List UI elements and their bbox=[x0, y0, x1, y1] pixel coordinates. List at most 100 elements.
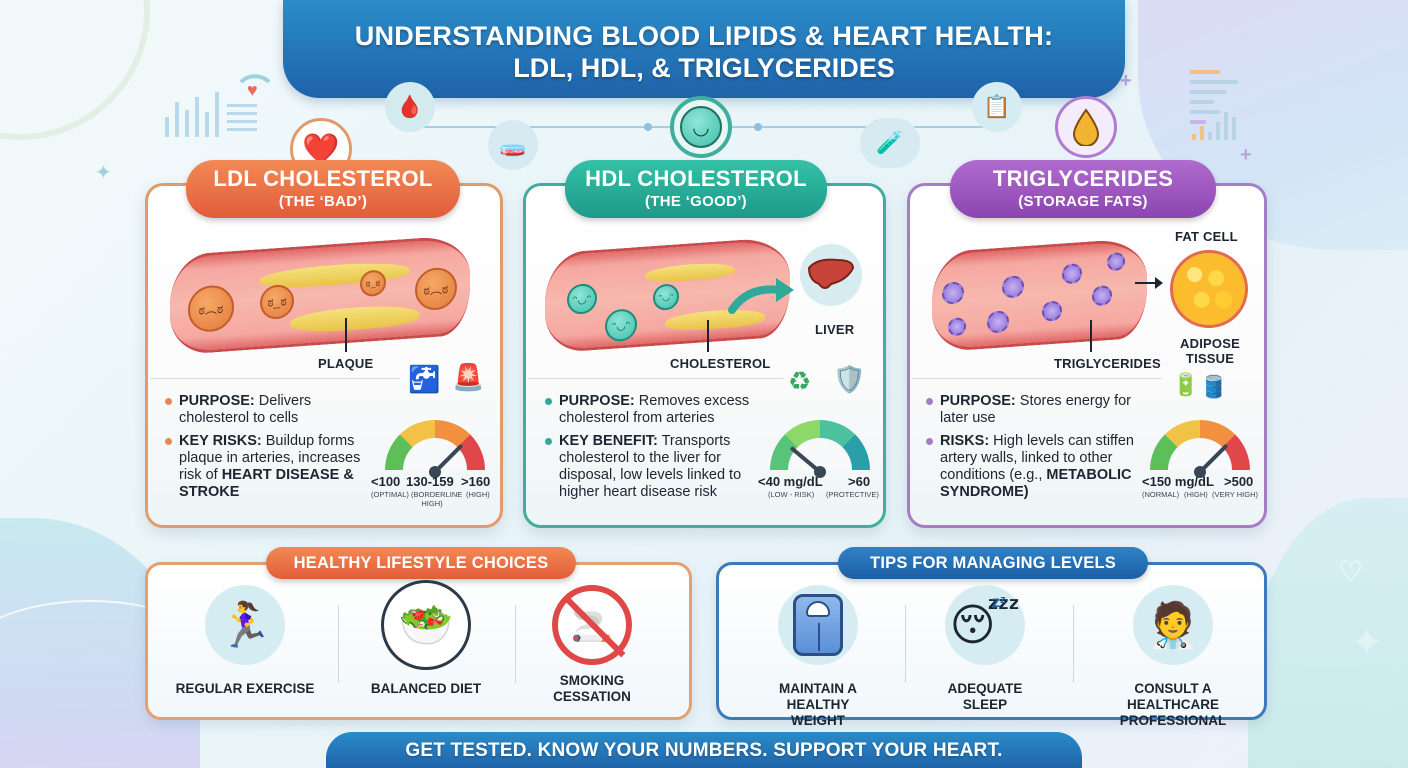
ldl-particle-angry: ಠ︵ಠ bbox=[415, 266, 457, 312]
tips-title: TIPS FOR MANAGING LEVELS bbox=[838, 547, 1148, 579]
cholesterol-leader-line bbox=[707, 320, 709, 352]
separator bbox=[1073, 605, 1074, 683]
sparkle-icon: ✦ bbox=[1350, 621, 1384, 665]
ldl-gauge bbox=[385, 420, 485, 478]
hdl-subtitle: (THE ‘GOOD’) bbox=[645, 193, 747, 210]
stats-bars-decoration-icon bbox=[1190, 70, 1238, 140]
medical-clipboard-icon: 📋 bbox=[972, 82, 1022, 132]
recycle-icon: ♻ bbox=[788, 366, 812, 396]
ldl-bullet-risks: KEY RISKS: Buildup forms plaque in arter… bbox=[163, 433, 381, 501]
oil-drop-icon bbox=[1055, 96, 1117, 158]
background-blob-bottom-right bbox=[1248, 498, 1408, 768]
triglycerides-gauge-label-high: (High) bbox=[1184, 490, 1208, 499]
smiley-icon: ◡ bbox=[670, 96, 732, 158]
hdl-title-pill: HDL CHOLESTEROL (THE ‘GOOD’) bbox=[565, 160, 827, 218]
lifestyle-item-exercise: 🏃‍♀️ REGULAR EXERCISE bbox=[165, 585, 325, 697]
no-smoking-icon: 🚬 bbox=[552, 585, 632, 665]
ldl-gauge-label-borderline: (Borderline High) bbox=[411, 490, 463, 508]
triglycerides-gauge-value-normal: <150 mg/dL bbox=[1142, 474, 1214, 489]
liver-label: LIVER bbox=[815, 322, 855, 337]
tips-item-label: ADEQUATE SLEEP bbox=[947, 681, 1023, 712]
hdl-gauge-value-low: <40 mg/dL bbox=[758, 474, 823, 489]
ldl-bullet-list: PURPOSE: Delivers cholesterol to cells K… bbox=[163, 393, 381, 507]
ldl-gauge-label-high: (High) bbox=[466, 490, 490, 499]
hdl-particle-happy: ᵔ◡ᵔ bbox=[567, 282, 597, 316]
triglycerides-subtitle: (STORAGE FATS) bbox=[1018, 193, 1148, 210]
lifestyle-item-diet: 🥗 BALANCED DIET bbox=[346, 580, 506, 697]
triglyceride-particle bbox=[1092, 284, 1112, 307]
heartbeat-monitor-icon: ♡ bbox=[1338, 556, 1364, 587]
plaque-deposit bbox=[290, 303, 420, 335]
hdl-title: HDL CHOLESTEROL bbox=[585, 166, 807, 191]
cholesterol-deposit bbox=[645, 261, 735, 284]
triglyceride-particle bbox=[1002, 275, 1024, 299]
triglycerides-bullet-list: PURPOSE: Stores energy for later use RIS… bbox=[924, 393, 1139, 507]
tips-item-label: CONSULT A HEALTHCARE PROFESSIONAL bbox=[1119, 681, 1227, 728]
hdl-bullet-purpose: PURPOSE: Removes excess cholesterol from… bbox=[543, 393, 768, 427]
page-title-line2: LDL, HDL, & TRIGLYCERIDES bbox=[513, 53, 895, 83]
triglycerides-gauge-label-normal: (Normal) bbox=[1142, 490, 1180, 499]
connector-node bbox=[754, 123, 762, 131]
footer-banner: GET TESTED. KNOW YOUR NUMBERS. SUPPORT Y… bbox=[326, 732, 1082, 768]
hdl-gauge-value-protective: >60 bbox=[848, 474, 871, 489]
ldl-title: LDL CHOLESTEROL bbox=[213, 166, 433, 191]
triglyceride-particle bbox=[1062, 263, 1082, 285]
triglycerides-gauge-label-very-high: (Very High) bbox=[1212, 490, 1258, 499]
separator bbox=[905, 605, 906, 683]
zzz-icon: zᶻ bbox=[992, 594, 1006, 611]
triglycerides-leader-line bbox=[1090, 320, 1092, 352]
doctor-icon: 🧑‍⚕️ bbox=[1133, 585, 1213, 665]
tips-item-label: MAINTAIN A HEALTHY WEIGHT bbox=[779, 681, 857, 728]
oil-can-icon: 🛢️ bbox=[1200, 374, 1228, 399]
ldl-artery-illustration: ಠ︵ಠ ಠ_ಠ ಠ_ಠ ಠ︵ಠ bbox=[170, 234, 470, 356]
hdl-gauge-label-protective: (Protective) bbox=[826, 490, 879, 499]
gauge-arc bbox=[770, 420, 870, 470]
tips-item-sleep: 😴 ADEQUATE SLEEP bbox=[905, 585, 1065, 713]
triglycerides-illustration-label: TRIGLYCERIDES bbox=[1054, 356, 1161, 371]
triglyceride-particle bbox=[948, 317, 966, 337]
lifestyle-item-label: BALANCED DIET bbox=[370, 681, 482, 696]
ldl-particle-angry: ಠ︵ಠ bbox=[188, 284, 234, 334]
lifestyle-item-smoking: 🚬 SMOKING CESSATION bbox=[512, 585, 672, 705]
hdl-particle-happy: ᵔ◡ᵔ bbox=[605, 308, 637, 343]
sleep-icon: 😴 bbox=[945, 585, 1025, 665]
card-divider bbox=[528, 378, 783, 379]
page-header: UNDERSTANDING BLOOD LIPIDS & HEART HEALT… bbox=[283, 0, 1125, 98]
svg-text:♥: ♥ bbox=[247, 80, 258, 100]
background-ring bbox=[0, 0, 150, 140]
triglycerides-gauge-value-very-high: >500 bbox=[1224, 474, 1254, 489]
runner-icon: 🏃‍♀️ bbox=[205, 585, 285, 665]
connector-node bbox=[644, 123, 652, 131]
triglycerides-artery-illustration bbox=[932, 237, 1147, 353]
ldl-gauge-value-high: >160 bbox=[461, 474, 491, 489]
blocked-artery-icon: 🩸 bbox=[385, 82, 435, 132]
ldl-bullet-purpose: PURPOSE: Delivers cholesterol to cells bbox=[163, 393, 381, 427]
separator bbox=[515, 605, 516, 683]
card-divider bbox=[912, 378, 1162, 379]
triglycerides-title: TRIGLYCERIDES bbox=[992, 166, 1174, 191]
hdl-particle-happy: ᵔ◡ᵔ bbox=[653, 283, 679, 312]
arrow-to-liver-icon bbox=[728, 278, 794, 314]
triglyceride-particle bbox=[1107, 252, 1125, 272]
plaque-label: PLAQUE bbox=[318, 356, 374, 371]
card-divider bbox=[150, 378, 400, 379]
fat-cell-icon bbox=[1170, 250, 1248, 328]
shield-check-icon: 🛡️ bbox=[833, 364, 866, 394]
liver-icon bbox=[800, 244, 862, 306]
gauge-arc bbox=[1150, 420, 1250, 470]
sparkle-icon: ✦ bbox=[95, 162, 112, 184]
tips-item-consult: 🧑‍⚕️ CONSULT A HEALTHCARE PROFESSIONAL bbox=[1088, 585, 1258, 729]
triglycerides-title-pill: TRIGLYCERIDES (STORAGE FATS) bbox=[950, 160, 1216, 218]
fat-cell-label: FAT CELL bbox=[1175, 229, 1238, 244]
test-tubes-icon: 🧪 bbox=[860, 118, 920, 168]
ldl-particle-angry: ಠ_ಠ bbox=[260, 283, 294, 321]
plus-icon: + bbox=[1240, 144, 1252, 166]
tips-item-weight: MAINTAIN A HEALTHY WEIGHT bbox=[738, 585, 898, 729]
gauge-hub bbox=[814, 466, 826, 478]
triglyceride-particle bbox=[1042, 300, 1062, 322]
hdl-gauge bbox=[770, 420, 870, 478]
triglycerides-bullet-purpose: PURPOSE: Stores energy for later use bbox=[924, 393, 1139, 427]
triglycerides-bullet-risks: RISKS: High levels can stiffen artery wa… bbox=[924, 433, 1139, 501]
scale-icon bbox=[778, 585, 858, 665]
ldl-particle-angry: ಠ_ಠ bbox=[360, 269, 386, 298]
